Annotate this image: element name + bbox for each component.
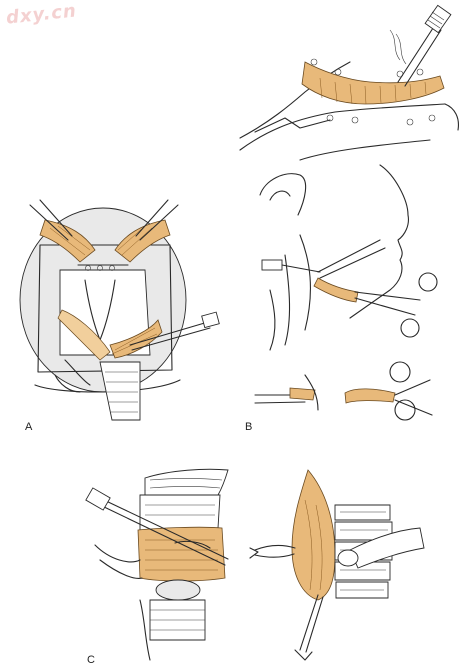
panel-a-illustration bbox=[19, 199, 220, 421]
graft-specimen bbox=[344, 388, 396, 404]
panel-b-illustration bbox=[254, 164, 438, 421]
graft-tissue bbox=[301, 61, 445, 105]
panel-label-b: B bbox=[245, 421, 252, 433]
panel-c-left-illustration bbox=[85, 468, 229, 661]
graft-tissue bbox=[313, 277, 359, 303]
panel-c-right-illustration bbox=[249, 469, 425, 661]
laryngeal-graft bbox=[137, 526, 226, 582]
sternohyoid-muscle-left bbox=[39, 219, 96, 263]
panel-top-jaw-illustration bbox=[239, 4, 459, 161]
panel-label-c: C bbox=[87, 654, 95, 666]
panel-label-a: A bbox=[25, 421, 33, 433]
thyroid-lobe bbox=[291, 469, 336, 601]
sternohyoid-muscle-right bbox=[114, 219, 171, 263]
